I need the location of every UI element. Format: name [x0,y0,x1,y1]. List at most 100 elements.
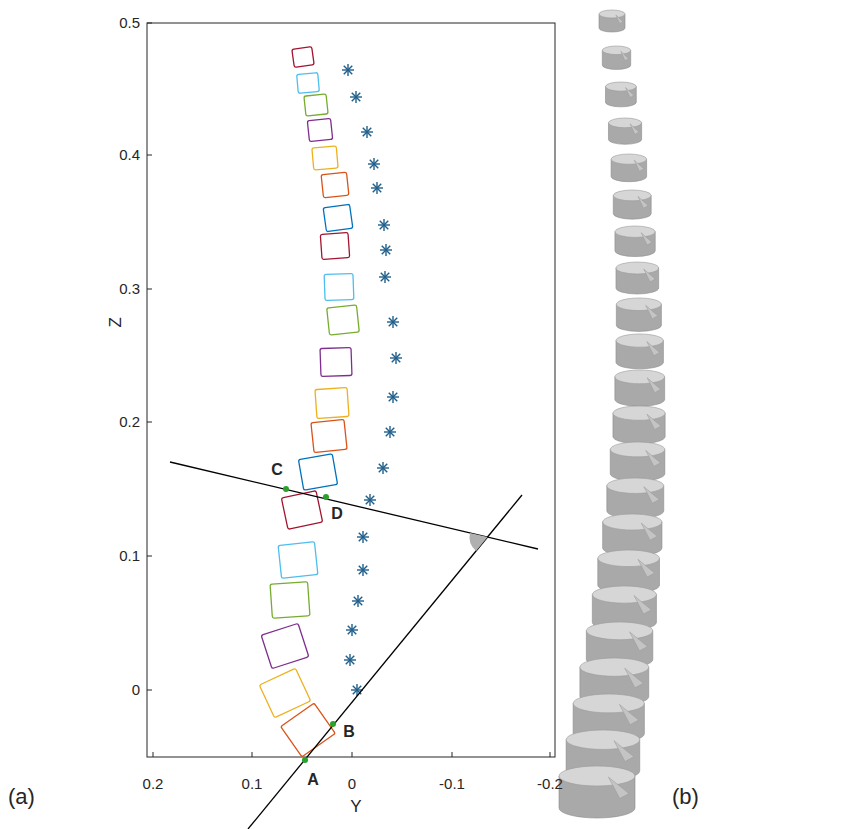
vertebra-square [323,204,353,231]
spinous-process [638,559,655,577]
endpoint-dots [283,486,336,763]
spinous-process [625,668,644,688]
tick-mark [147,690,152,691]
cylinder-top [573,694,644,713]
vertebra-squares [259,47,359,757]
tick-mark [153,752,154,757]
cylinder-top [615,226,655,237]
axis-title: Y [350,798,361,817]
cylinder-top [592,586,656,603]
vertebra-cylinder [608,118,641,144]
panel-label: (b) [672,785,699,809]
asterisk-marker [342,64,354,76]
axis-title: Z [107,317,126,327]
asterisk-marker [390,352,402,364]
vertebra-cylinder [616,334,663,369]
spinous-process [644,269,656,282]
tick-marks [147,23,550,757]
vertebra-square [315,387,349,418]
axes-frame [147,23,555,757]
vertebra-square [320,233,349,260]
spinous-process [647,414,661,429]
cylinder-top [611,154,647,164]
tick-mark [452,752,453,757]
cylinder-top [616,334,663,347]
vertebra-cylinder [599,10,625,32]
asterisk-marker [380,244,392,256]
y-tick-label: -0.2 [537,776,563,793]
cylinder-top [598,550,660,567]
asterisk-stroke [389,318,397,326]
spinous-process [641,523,657,540]
vertebra-square [270,582,310,619]
asterisk-marker [377,462,389,474]
cylinder-top [607,478,664,493]
vertebra-cylinder [611,154,647,182]
z-tick-label: 0.5 [119,15,140,32]
asterisk-stroke [381,273,389,281]
spinous-process [638,196,648,208]
asterisk-marker [346,624,358,636]
spinous-process [616,15,623,24]
cylinder-top [603,514,662,530]
z-tick-label: 0.3 [119,281,140,298]
vertebra-square [307,118,332,141]
asterisk-stroke [352,93,360,101]
vertebra-square [304,94,328,116]
cylinder-top [602,46,630,55]
asterisk-marker [357,564,369,576]
vertebra-cylinder [610,442,665,481]
point-label: D [331,505,343,523]
vertebra-square [278,542,318,579]
tick-mark [252,752,253,757]
vertebra-square [312,146,338,170]
asterisk-marker [368,158,380,170]
cylinder-top [608,118,641,128]
asterisk-stroke [386,428,394,436]
cylinder-top [610,442,665,457]
tick-mark [352,752,353,757]
z-tick-label: 0.2 [119,414,140,431]
asterisk-stroke [359,533,367,541]
vertebra-cylinder [613,190,651,219]
tick-mark [147,155,152,156]
vertebra-square [297,73,320,94]
spinous-process [630,124,639,135]
spinous-process [626,88,634,98]
z-tick-label: 0 [132,682,140,699]
tick-mark [147,422,152,423]
asterisk-marker [344,654,356,666]
tick-mark [147,289,152,290]
asterisk-marker [384,426,396,438]
asterisk-marker [350,91,362,103]
asterisk-stroke [379,464,387,472]
point-dot [283,486,289,492]
spinous-process [634,596,651,614]
point-label: A [307,771,319,789]
vertebra-square [292,47,314,68]
asterisk-stroke [354,597,362,605]
cylinder-top [615,370,665,384]
spinous-process [630,632,648,651]
z-tick-label: 0.1 [119,548,140,565]
y-tick-label: -0.1 [439,776,465,793]
asterisk-marker [364,494,376,506]
tick-mark [550,752,551,757]
panel-label: (a) [8,785,35,809]
asterisk-markers [342,64,402,696]
spinous-process [644,487,659,504]
vertebra-cylinder [613,406,665,444]
vertebra-cylinder [616,262,659,294]
asterisk-stroke [389,393,397,401]
cylinder-top [580,658,649,676]
point-dot [323,494,329,500]
vertebra-square [320,347,352,376]
vertebra-cylinder [606,82,637,107]
asterisk-marker [357,531,369,543]
vertebra-square [261,623,309,668]
asterisk-marker [387,391,399,403]
spinous-process [641,233,652,245]
vertebra-cylinder [603,514,662,556]
asterisk-stroke [363,128,371,136]
vertebra-cylinder [607,478,664,519]
